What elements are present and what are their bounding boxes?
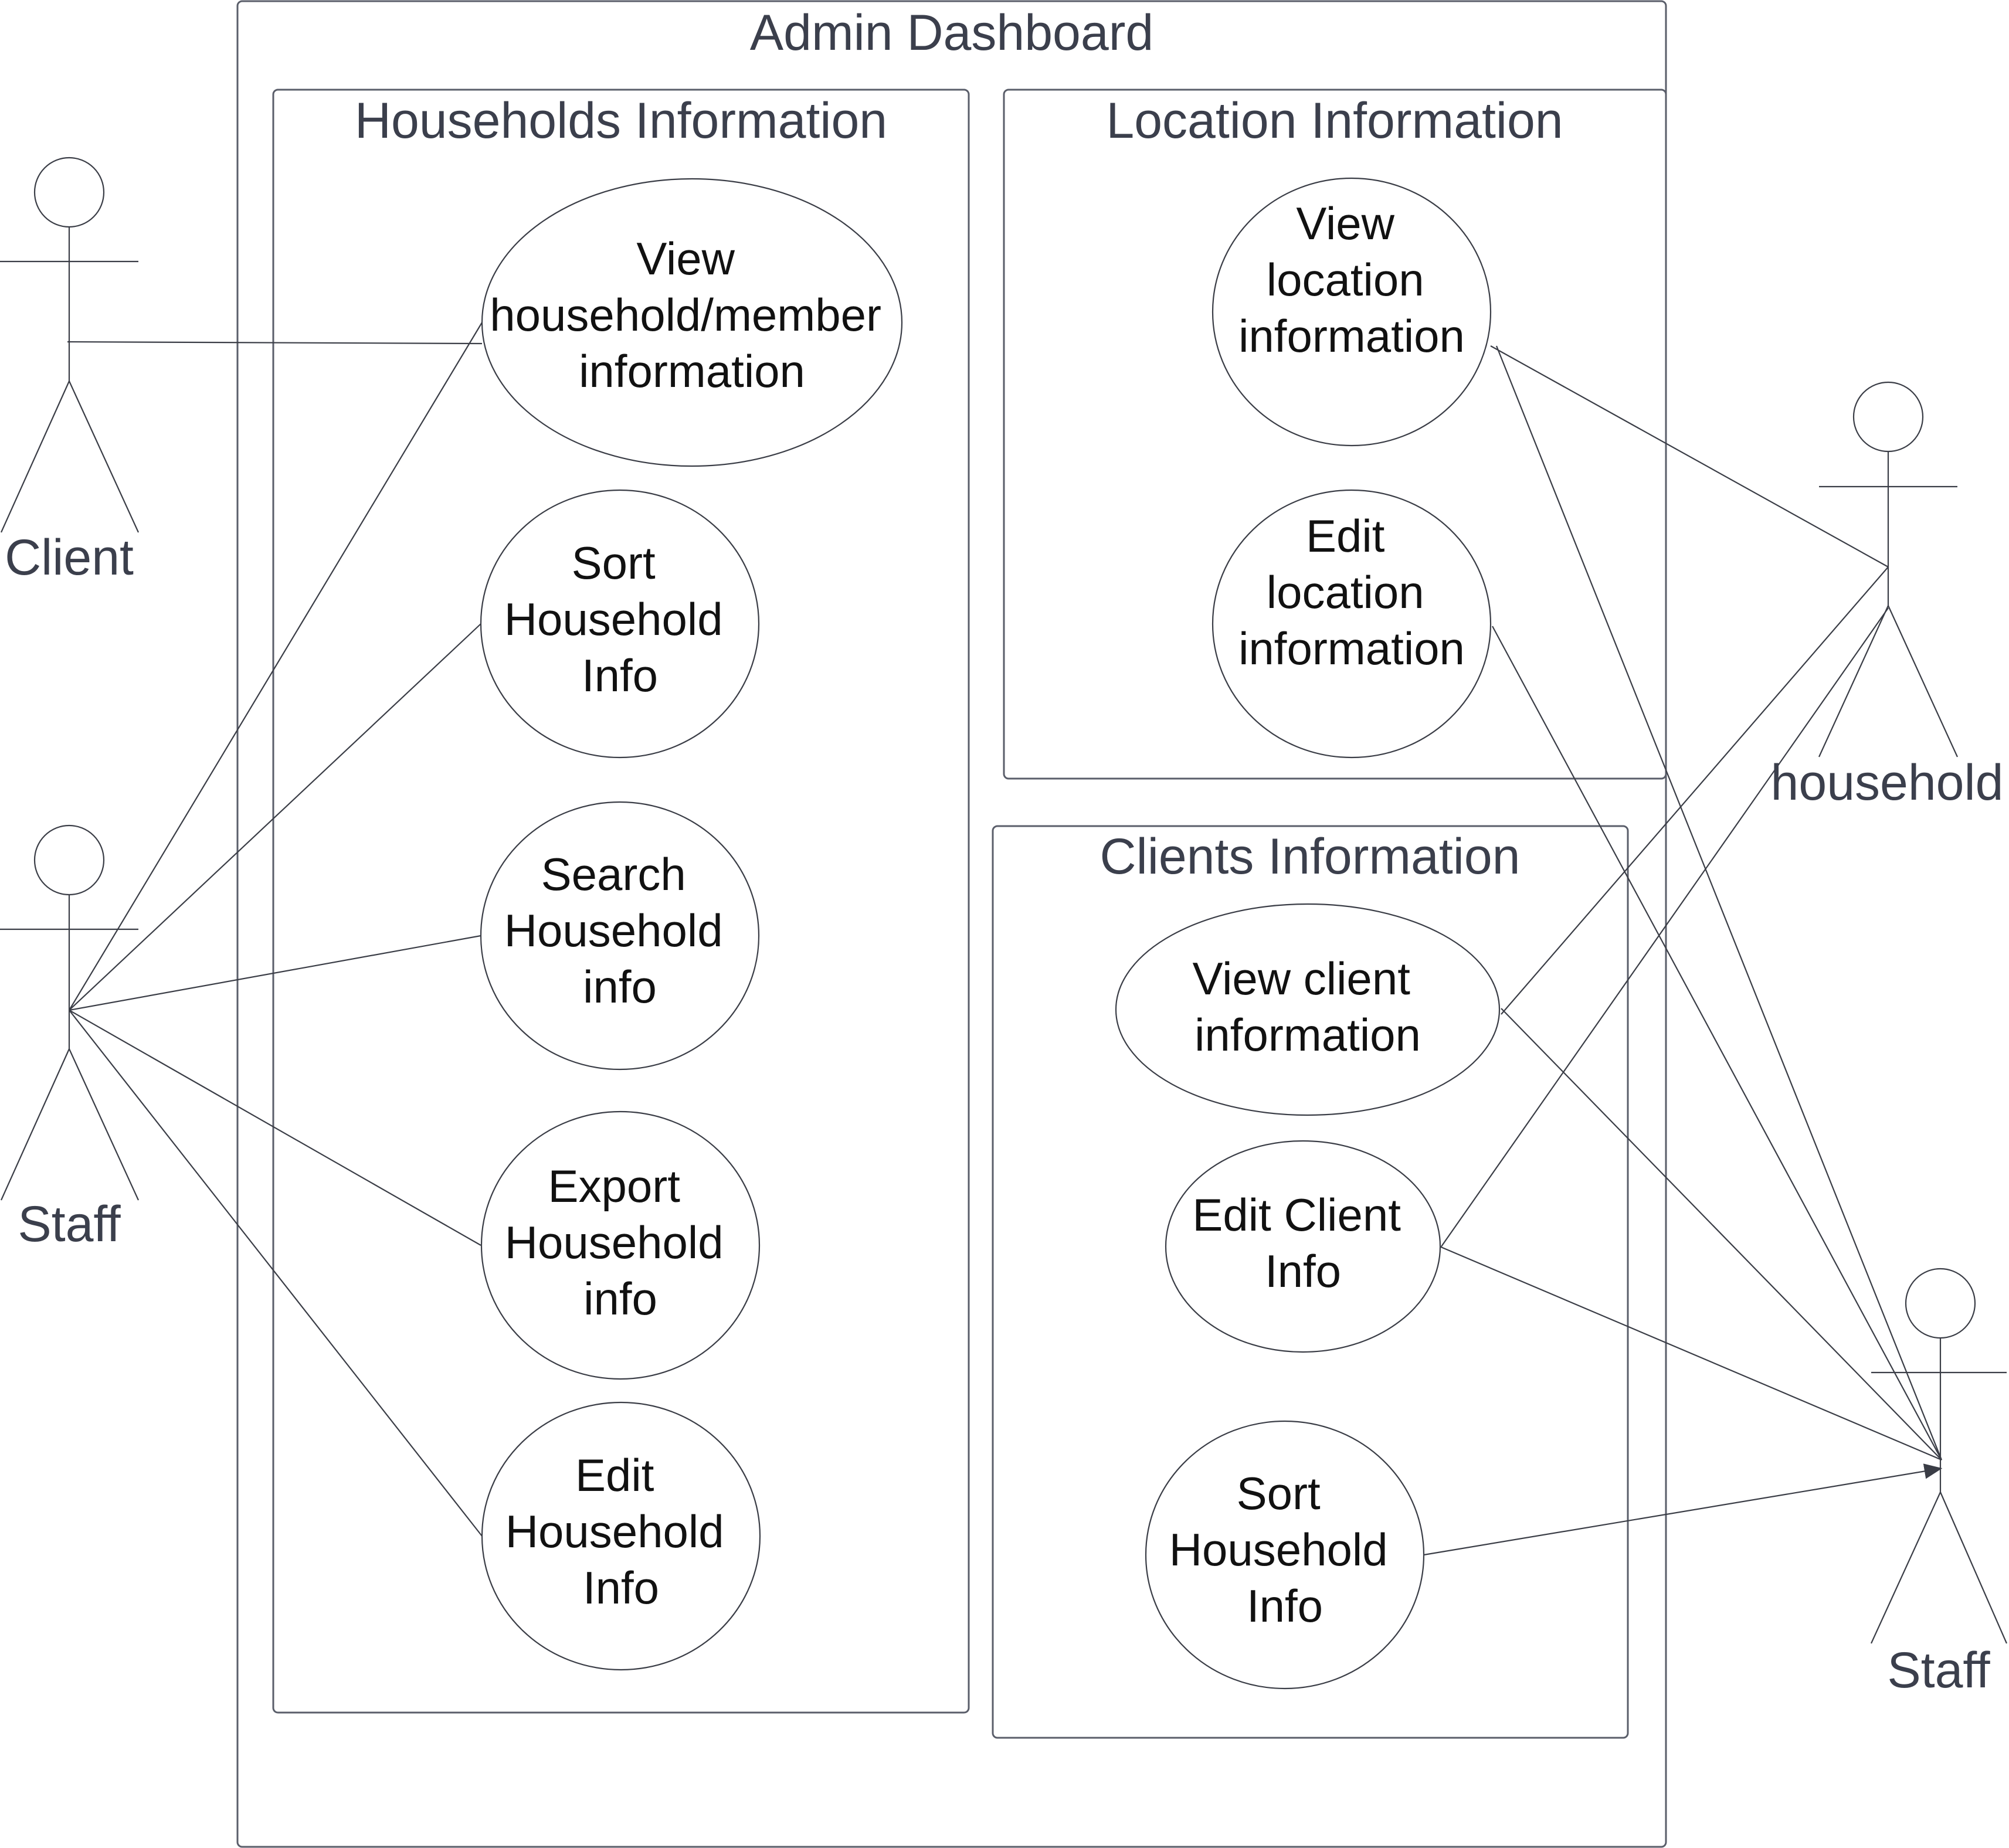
system-boundary: [236, 0, 1667, 1848]
use-case-view-client[interactable]: View client information: [1115, 903, 1501, 1116]
use-case-view-location[interactable]: View location information: [1211, 177, 1492, 447]
edge-household-edit-client: [1441, 607, 1889, 1247]
package-location: [1003, 89, 1667, 780]
actor-head-icon: [33, 157, 105, 228]
actor-head-icon: [1852, 381, 1924, 453]
edge-household-view-location: [1490, 345, 1889, 568]
use-case-label: Sort Household Info: [504, 537, 736, 701]
use-case-label: View location information: [1238, 198, 1465, 362]
edge-staff-search-household: [69, 935, 481, 1011]
actor-head-icon: [33, 824, 105, 896]
package-clients-title: Clients Information: [1100, 828, 1521, 885]
use-case-export-household[interactable]: Export Household info: [480, 1110, 761, 1380]
edge-staff-view-location: [1495, 345, 1943, 1460]
use-case-view-household[interactable]: View household/member information: [481, 178, 903, 467]
edge-staff-view-client: [1501, 1008, 1942, 1460]
edge-household-view-client: [1501, 566, 1889, 1015]
edge-staff-export-household: [69, 1010, 481, 1246]
package-households: [272, 89, 970, 1714]
use-case-label: View client information: [1192, 953, 1423, 1061]
edge-staff-sort-household-clients: [1423, 1463, 1943, 1556]
use-case-edit-household[interactable]: Edit Household Info: [481, 1401, 761, 1671]
package-clients: [992, 825, 1629, 1739]
edge-staff-edit-client: [1439, 1245, 1942, 1461]
actor-label: household: [1771, 755, 2004, 811]
use-case-edit-location[interactable]: Edit location information: [1211, 489, 1492, 759]
use-case-label: Edit Household Info: [505, 1449, 737, 1613]
use-case-label: Edit location information: [1238, 510, 1465, 674]
edge-client-view-household: [67, 341, 483, 345]
system-title: Admin Dashboard: [750, 5, 1153, 61]
associations: [67, 322, 1943, 1556]
package-location-title: Location Information: [1106, 93, 1563, 149]
actor-head-icon: [1905, 1268, 1976, 1339]
actor-staff-left[interactable]: Staff: [0, 824, 140, 1252]
edge-staff-sort-household: [69, 623, 481, 1011]
use-case-sort-household-clients[interactable]: Sort Household Info: [1145, 1420, 1425, 1690]
use-case-label: View household/member information: [490, 233, 894, 397]
use-case-label: Export Household info: [505, 1160, 737, 1324]
actor-client[interactable]: Client: [0, 157, 140, 586]
use-case-sort-household[interactable]: Sort Household Info: [480, 489, 760, 759]
actor-label: Staff: [1887, 1642, 1990, 1698]
edge-staff-edit-household: [69, 1010, 483, 1537]
use-case-label: Search Household info: [504, 848, 736, 1013]
use-case-edit-client[interactable]: Edit Client Info: [1165, 1140, 1441, 1353]
actor-household[interactable]: household: [1771, 381, 2004, 811]
edge-staff-view-household: [69, 322, 483, 1011]
edge-staff-edit-location: [1492, 626, 1942, 1460]
actor-staff-right[interactable]: Staff: [1870, 1268, 2008, 1698]
use-case-label: Sort Household Info: [1169, 1467, 1401, 1632]
use-case-label: Edit Client Info: [1192, 1189, 1413, 1297]
actor-label: Client: [5, 529, 134, 586]
actor-label: Staff: [18, 1196, 121, 1252]
use-case-search-household[interactable]: Search Household info: [480, 801, 760, 1071]
package-households-title: Households Information: [355, 93, 887, 149]
